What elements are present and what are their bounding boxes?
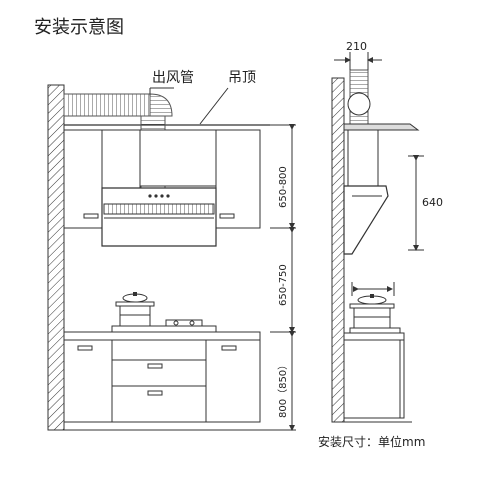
side-hood	[343, 185, 389, 255]
dimension-side-height	[408, 155, 424, 251]
countertop	[63, 331, 261, 341]
base-cabinet-drawers	[111, 339, 207, 423]
dim-mid-height: 650-750	[278, 264, 289, 306]
duct-elbow	[149, 93, 173, 117]
ceiling-label: 吊顶	[228, 70, 256, 86]
duct-horizontal	[63, 93, 151, 117]
side-chimney	[347, 129, 379, 187]
side-base-cabinet	[343, 339, 405, 419]
dimension-top-width	[334, 52, 382, 70]
duct-label: 出风管	[152, 70, 194, 86]
side-duct-outlet	[347, 92, 371, 116]
dimension-counter	[270, 331, 296, 431]
upper-cabinet-left	[63, 129, 103, 229]
side-wall	[331, 77, 345, 423]
dim-hood-height: 650-800	[278, 166, 289, 208]
upper-cabinet-right	[215, 129, 261, 229]
base-cabinet-left	[63, 339, 113, 423]
front-view: 出风管 吊顶 650-800 650-750 800（850）	[47, 70, 296, 431]
hood-panel	[103, 203, 215, 215]
range-hood	[101, 187, 217, 247]
dim-counter-height: 800（850）	[277, 360, 289, 418]
dim-side-height: 640	[422, 196, 443, 209]
base-cabinet-right	[205, 339, 261, 423]
dimension-pot	[351, 282, 395, 296]
upper-cabinet-handle	[83, 213, 99, 219]
dim-top-width: 210	[346, 40, 367, 53]
side-pot	[349, 294, 395, 329]
side-counter	[343, 332, 405, 341]
hood-buttons	[148, 194, 170, 198]
hood-chimney	[139, 129, 217, 187]
upper-cabinet-handle-2	[219, 213, 235, 219]
side-view: 210 640	[331, 40, 443, 423]
side-ceiling	[343, 123, 420, 131]
unit-note: 安装尺寸：单位mm	[318, 434, 425, 449]
cooking-pot	[115, 292, 155, 327]
page-title: 安装示意图	[34, 17, 124, 38]
front-wall	[47, 84, 65, 431]
side-stove	[349, 327, 401, 334]
